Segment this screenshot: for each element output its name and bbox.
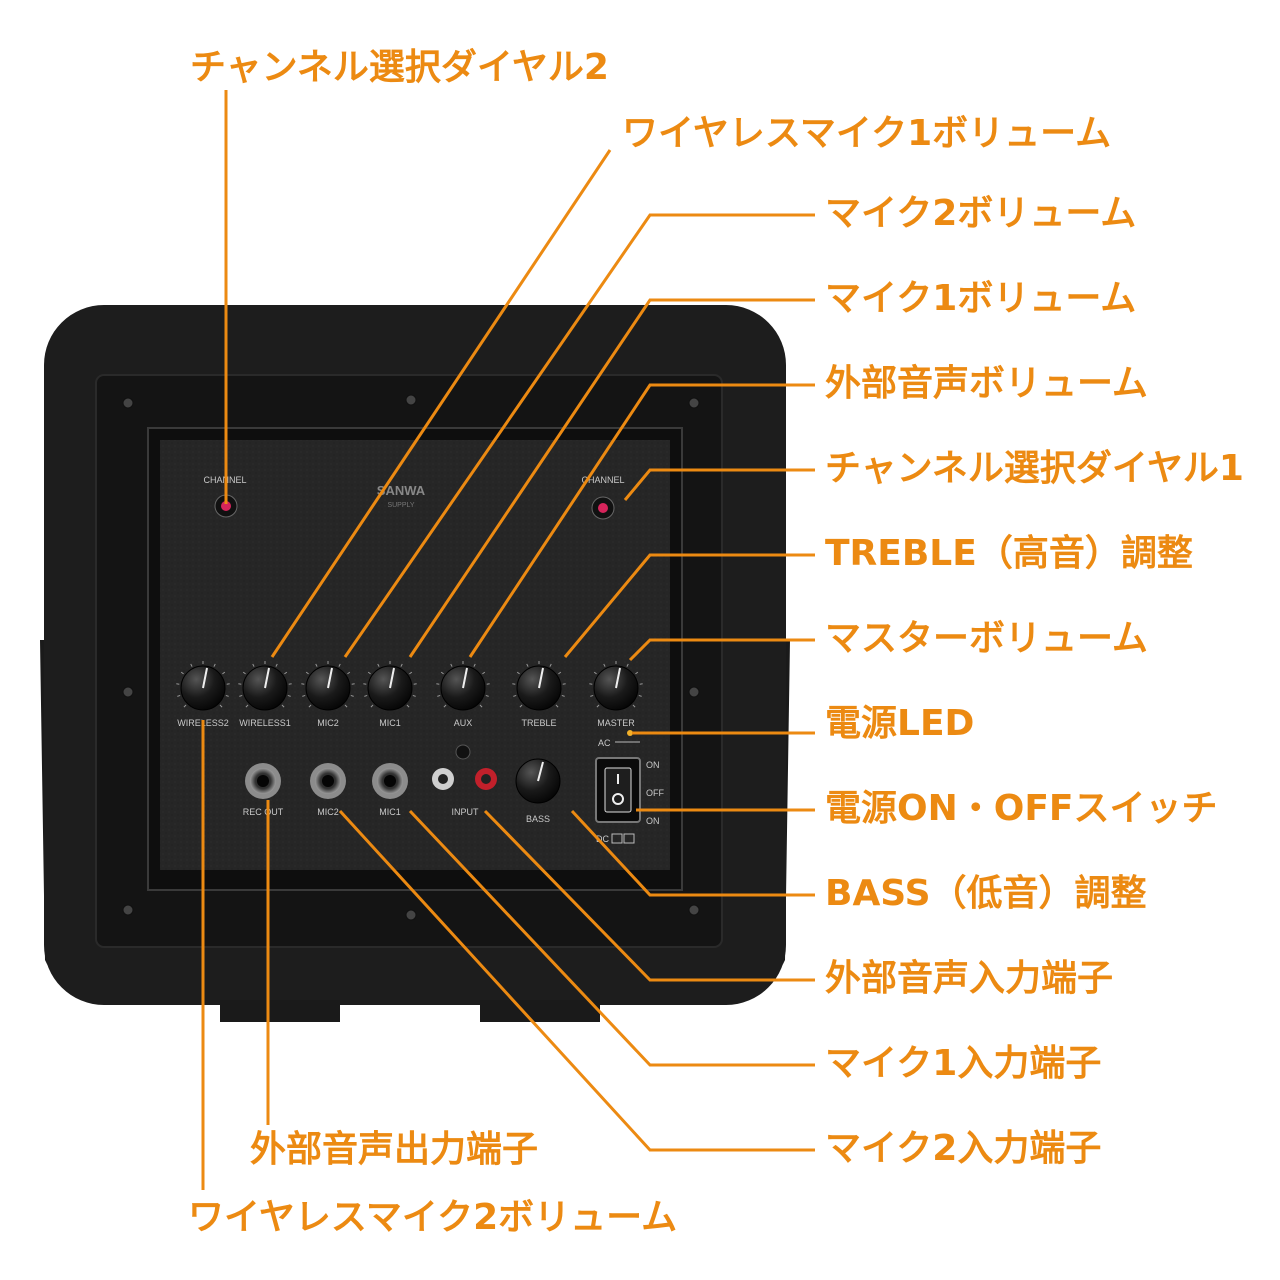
knob-wireless1[interactable] [238,661,292,711]
power-switch[interactable] [595,757,641,823]
mic1-jack-label: MIC1 [379,807,401,817]
knob-label-mic1: MIC1 [379,718,401,728]
mic1-jack[interactable] [372,763,408,799]
rec-out-label: REC OUT [243,807,284,817]
channel-dial-2[interactable] [214,494,238,518]
callout-wireless-mic2-volume: ワイヤレスマイク2ボリューム [188,1197,678,1238]
knob-label-master: MASTER [597,718,635,728]
control-panel-surface [160,440,670,870]
speaker-foot-left [220,1000,340,1022]
dc-battery-symbol-2 [623,833,635,844]
mic2-jack-label: MIC2 [317,807,339,817]
callout-wireless-mic1-volume: ワイヤレスマイク1ボリューム [622,113,1112,154]
callout-mic1-input: マイク1入力端子 [825,1043,1102,1084]
knob-treble[interactable] [512,661,566,711]
channel-label-right: CHANNEL [581,475,624,485]
knob-mic2[interactable] [301,661,355,711]
dc-label: DC [596,834,609,844]
mic2-jack[interactable] [310,763,346,799]
brand-logo: SANWA [377,483,426,498]
callout-channel-dial-2: チャンネル選択ダイヤル2 [190,47,609,88]
brand-logo-sub: SUPPLY [387,502,414,509]
leader-external-volume [468,383,815,658]
callout-leader-lines [201,90,815,1190]
callout-power-switch: 電源ON・OFFスイッチ [825,788,1218,829]
input-rca-white[interactable] [432,768,454,790]
channel-dial-1[interactable] [591,496,615,520]
input-jack-row [245,744,497,799]
knob-label-wireless1: WIRELESS1 [239,718,291,728]
power-led [627,730,633,736]
bass-label: BASS [526,814,550,824]
leader-mic1 [408,298,815,658]
switch-on-top-label: ON [646,760,660,770]
ac-label: AC [598,738,611,748]
callout-mic2-volume: マイク2ボリューム [825,193,1137,234]
input-rca-red[interactable] [475,768,497,790]
callout-treble: TREBLE（高音）調整 [825,533,1193,574]
knob-mic1[interactable] [363,661,417,711]
leader-master [628,638,815,662]
knob-aux[interactable] [436,661,490,711]
callout-channel-dial-1: チャンネル選択ダイヤル1 [825,448,1244,489]
bass-knob[interactable] [515,758,561,804]
leader-mic2-input [338,809,815,1152]
knob-label-aux: AUX [454,718,473,728]
knob-label-mic2: MIC2 [317,718,339,728]
leader-channel-dial-1 [623,468,815,501]
callout-external-audio-output: 外部音声出力端子 [250,1129,539,1170]
dc-small-socket [455,744,471,760]
input-label: INPUT [452,807,480,817]
knob-wireless2[interactable] [176,661,230,711]
switch-off-label: OFF [646,788,664,798]
dc-battery-symbol-1 [611,833,623,844]
leader-external-input [483,809,815,982]
knob-label-treble: TREBLE [521,718,556,728]
switch-on-bottom-label: ON [646,816,660,826]
callout-mic2-input: マイク2入力端子 [825,1128,1102,1169]
rec-out-jack[interactable] [245,763,281,799]
panel-screws [122,394,700,921]
leader-mic2 [343,213,815,658]
knob-master[interactable] [589,661,643,711]
callout-master-volume: マスターボリューム [825,618,1148,659]
callout-external-audio-input: 外部音声入力端子 [825,958,1114,999]
callout-mic1-volume: マイク1ボリューム [825,278,1137,319]
leader-bass [570,809,815,897]
callout-bass: BASS（低音）調整 [825,873,1147,914]
callout-external-audio-volume: 外部音声ボリューム [825,363,1148,404]
leader-wireless-mic1 [270,149,612,658]
leader-mic1-input [408,809,815,1067]
callout-power-led: 電源LED [825,703,975,744]
speaker-foot-right [480,1000,600,1022]
leader-treble [563,553,815,658]
